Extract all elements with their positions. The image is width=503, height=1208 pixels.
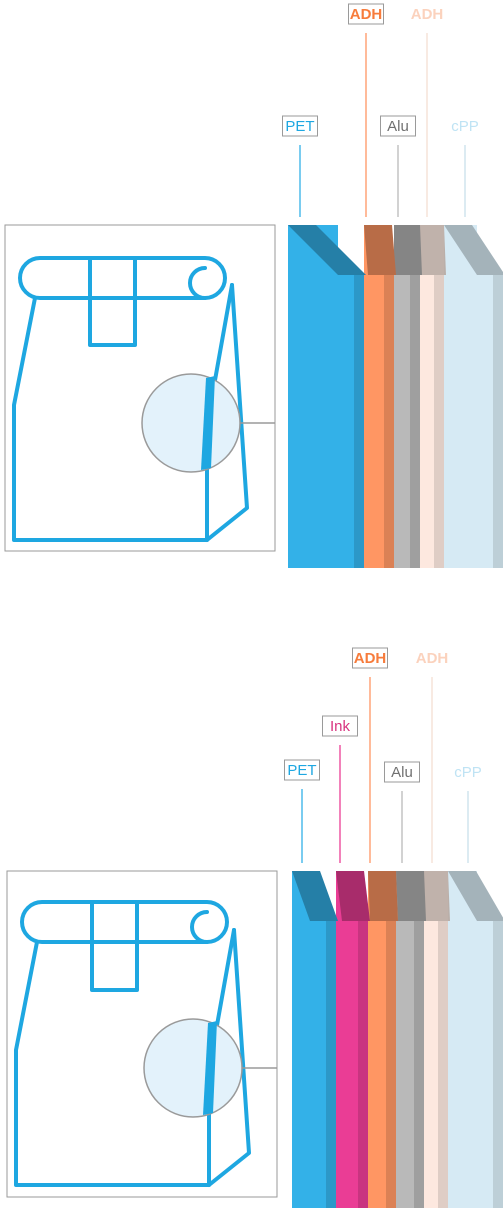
slab-bevel bbox=[364, 225, 396, 275]
slab-side bbox=[438, 921, 448, 1208]
layer-slab-adh bbox=[418, 225, 446, 568]
laminate-diagram-1-svg: cPP ADH Alu ADH PET bbox=[0, 0, 503, 590]
layer-label-adh: ADH bbox=[350, 6, 383, 23]
layer-slab-adh bbox=[364, 225, 396, 568]
layer-slab-adh bbox=[368, 871, 398, 1208]
layer-slab-pet bbox=[288, 225, 366, 568]
laminate-layers bbox=[292, 871, 503, 1208]
laminate-diagram-1: cPP ADH Alu ADH PET bbox=[0, 0, 503, 590]
slab-bevel bbox=[396, 871, 426, 921]
layer-label-alu: Alu bbox=[387, 118, 409, 135]
layer-label-ink: Ink bbox=[330, 718, 351, 735]
laminate-layers bbox=[288, 225, 503, 568]
slab-side bbox=[326, 921, 336, 1208]
bag-illustration-frame bbox=[7, 871, 277, 1197]
layer-slab-cpp bbox=[444, 225, 503, 568]
layer-slab-ink bbox=[336, 871, 370, 1208]
slab-side bbox=[384, 275, 394, 568]
layer-slab-adh bbox=[422, 871, 450, 1208]
layer-label-adh: ADH bbox=[354, 650, 387, 667]
layer-slab-alu bbox=[396, 871, 426, 1208]
layer-label-cpp: cPP bbox=[451, 118, 479, 135]
slab-side bbox=[493, 275, 503, 568]
layer-label-pet: PET bbox=[287, 762, 316, 779]
magnifier-lens bbox=[144, 1019, 242, 1117]
slab-bevel bbox=[422, 871, 450, 921]
layer-slab-cpp bbox=[448, 871, 503, 1208]
layer-slab-alu bbox=[394, 225, 422, 568]
layer-label-adh: ADH bbox=[416, 650, 449, 667]
slab-side bbox=[493, 921, 503, 1208]
layer-label-cpp: cPP bbox=[454, 764, 482, 781]
layer-label-alu: Alu bbox=[391, 764, 413, 781]
slab-bevel bbox=[336, 871, 370, 921]
layer-slab-pet bbox=[292, 871, 338, 1208]
slab-bevel bbox=[418, 225, 446, 275]
layer-label-pet: PET bbox=[285, 118, 314, 135]
slab-side bbox=[410, 275, 420, 568]
slab-side bbox=[354, 275, 364, 568]
slab-side bbox=[414, 921, 424, 1208]
layer-label-adh: ADH bbox=[411, 6, 444, 23]
magnifier-lens bbox=[142, 374, 240, 472]
slab-side bbox=[358, 921, 368, 1208]
layer-labels: cPP ADH Alu ADH PET bbox=[283, 4, 479, 217]
bag-illustration-frame bbox=[5, 225, 275, 551]
slab-front-face bbox=[288, 275, 364, 568]
slab-side bbox=[386, 921, 396, 1208]
slab-bevel bbox=[368, 871, 398, 921]
slab-bevel bbox=[394, 225, 422, 275]
slab-side bbox=[434, 275, 444, 568]
